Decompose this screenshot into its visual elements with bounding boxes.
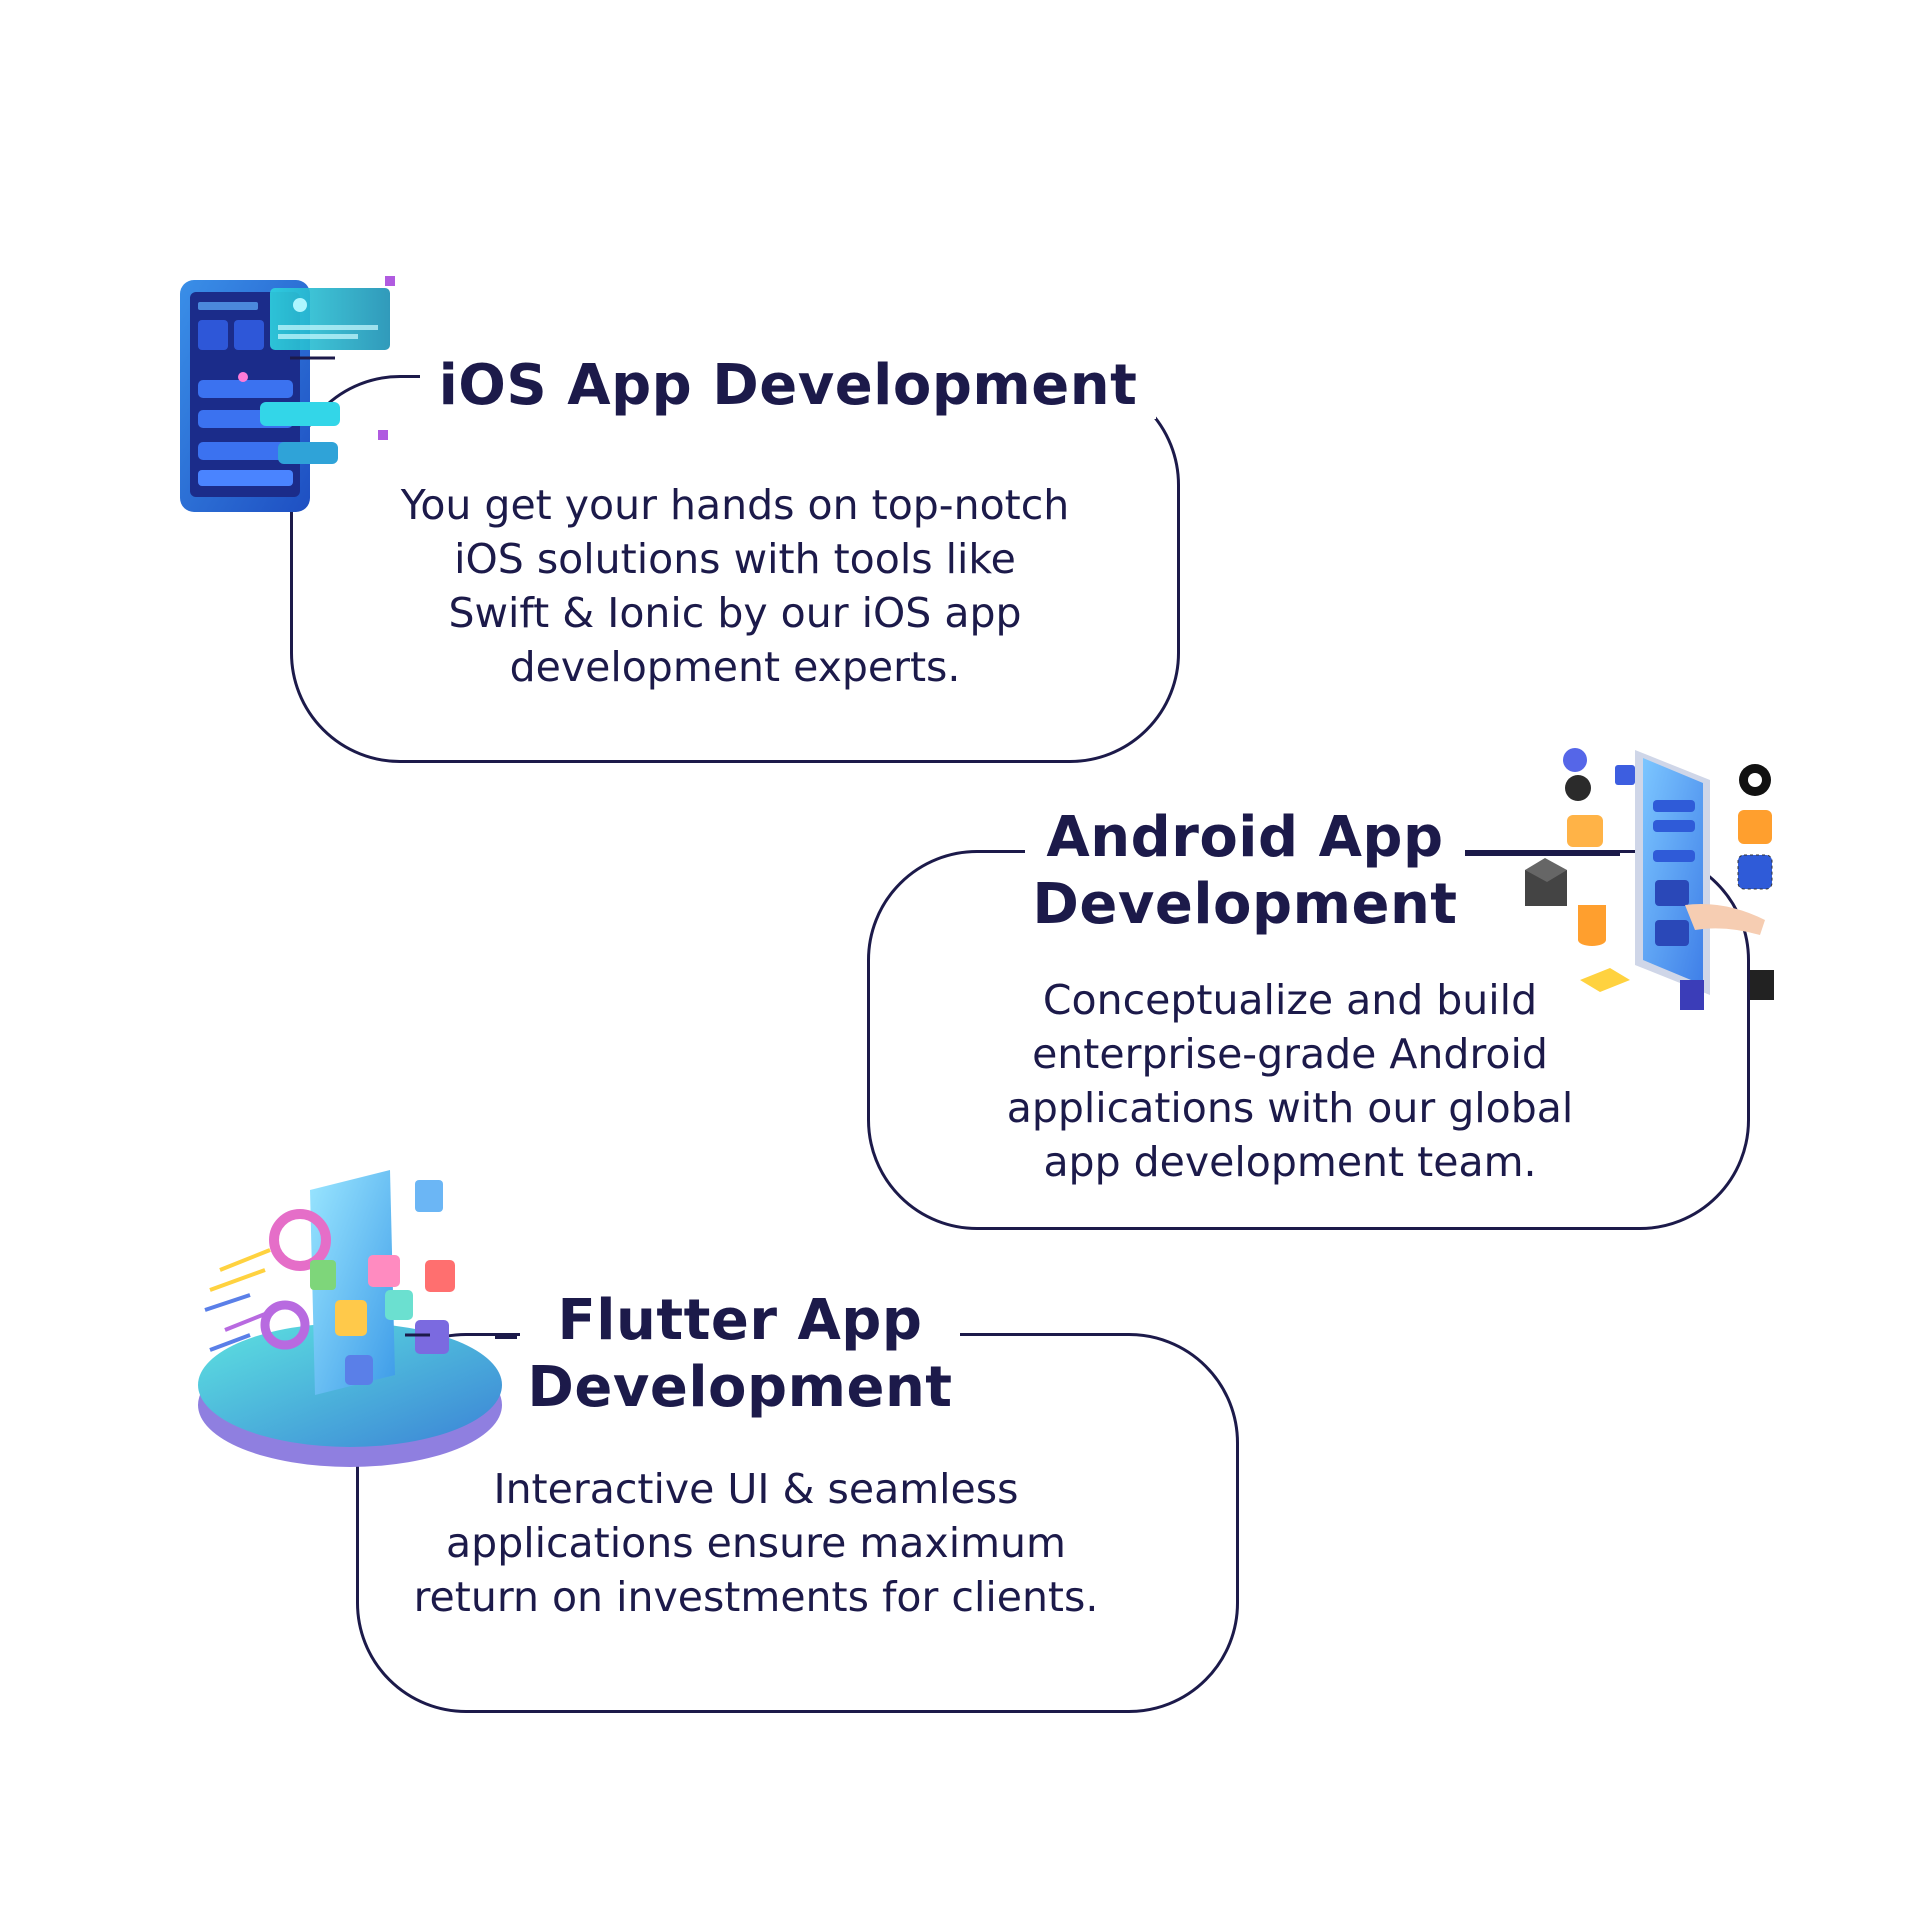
flutter-title: Flutter App Development <box>520 1287 960 1422</box>
android-connector-line <box>1460 853 1620 856</box>
isometric-phone-apps-icon <box>1505 730 1795 1030</box>
ios-description: You get your hands on top-notch iOS solu… <box>400 481 1070 691</box>
smartphone-ui-wireframe-icon <box>160 270 420 520</box>
flutter-connector-line <box>495 1336 517 1339</box>
ios-title: iOS App Development <box>420 352 1156 420</box>
flutter-description: Interactive UI & seamless applications e… <box>413 1465 1099 1621</box>
app-platform-podium-icon <box>190 1160 515 1490</box>
android-title: Android App Development <box>1025 804 1465 939</box>
android-description: Conceptualize and build enterprise-grade… <box>1006 976 1574 1186</box>
